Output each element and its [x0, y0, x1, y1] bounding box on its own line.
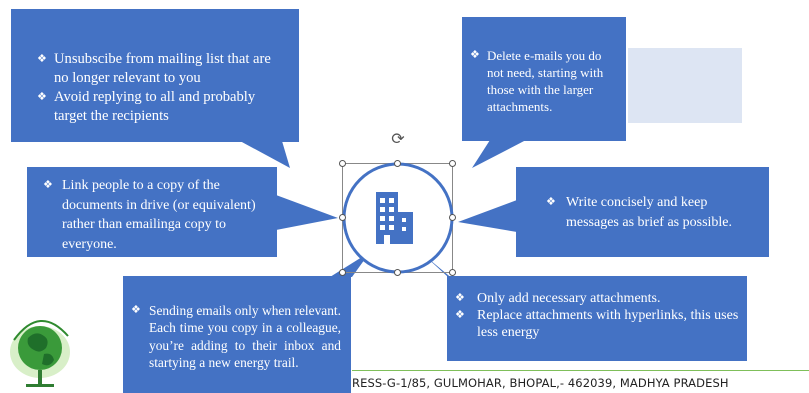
bullet-item: Avoid replying to all and probably targe…	[37, 88, 285, 126]
bullet-item: Link people to a copy of the documents i…	[43, 176, 267, 254]
resize-handle-e[interactable]	[449, 214, 456, 221]
tail-mid-right	[458, 200, 517, 232]
bullet-item: Replace attachments with hyperlinks, thi…	[455, 307, 739, 341]
resize-handle-w[interactable]	[339, 214, 346, 221]
footer-divider	[352, 370, 809, 371]
resize-handle-se[interactable]	[449, 269, 456, 276]
callout-link-documents: Link people to a copy of the documents i…	[27, 167, 277, 257]
tail-mid-left	[276, 195, 338, 230]
resize-handle-sw[interactable]	[339, 269, 346, 276]
bullet-item: Sending emails only when relevant. Each …	[131, 302, 341, 372]
resize-handle-nw[interactable]	[339, 160, 346, 167]
resize-handle-ne[interactable]	[449, 160, 456, 167]
tail-top-right	[472, 140, 526, 168]
callout-unsubscribe: Unsubscibe from mailing list that are no…	[11, 9, 299, 142]
organization-logo-icon	[10, 319, 70, 387]
resize-handle-s[interactable]	[394, 269, 401, 276]
callout-attachments: Only add necessary attachments. Replace …	[447, 276, 747, 361]
selection-frame[interactable]	[342, 163, 453, 273]
rotate-handle-icon[interactable]: ⟳	[391, 129, 405, 148]
bullet-item: Only add necessary attachments.	[455, 290, 739, 307]
resize-handle-n[interactable]	[394, 160, 401, 167]
tail-top-left	[240, 141, 290, 168]
callout-delete-emails: Delete e-mails you do not need, starting…	[462, 17, 626, 141]
callout-write-concisely: Write concisely and keep messages as bri…	[516, 167, 769, 257]
ghost-shape	[628, 48, 742, 123]
callout-send-when-relevant: Sending emails only when relevant. Each …	[123, 276, 351, 393]
footer-address: RESS-G-1/85, GULMOHAR, BHOPAL,- 462039, …	[352, 376, 729, 390]
bullet-item: Delete e-mails you do not need, starting…	[470, 47, 618, 115]
bullet-item: Write concisely and keep messages as bri…	[546, 193, 763, 232]
bullet-item: Unsubscibe from mailing list that are no…	[37, 50, 285, 88]
